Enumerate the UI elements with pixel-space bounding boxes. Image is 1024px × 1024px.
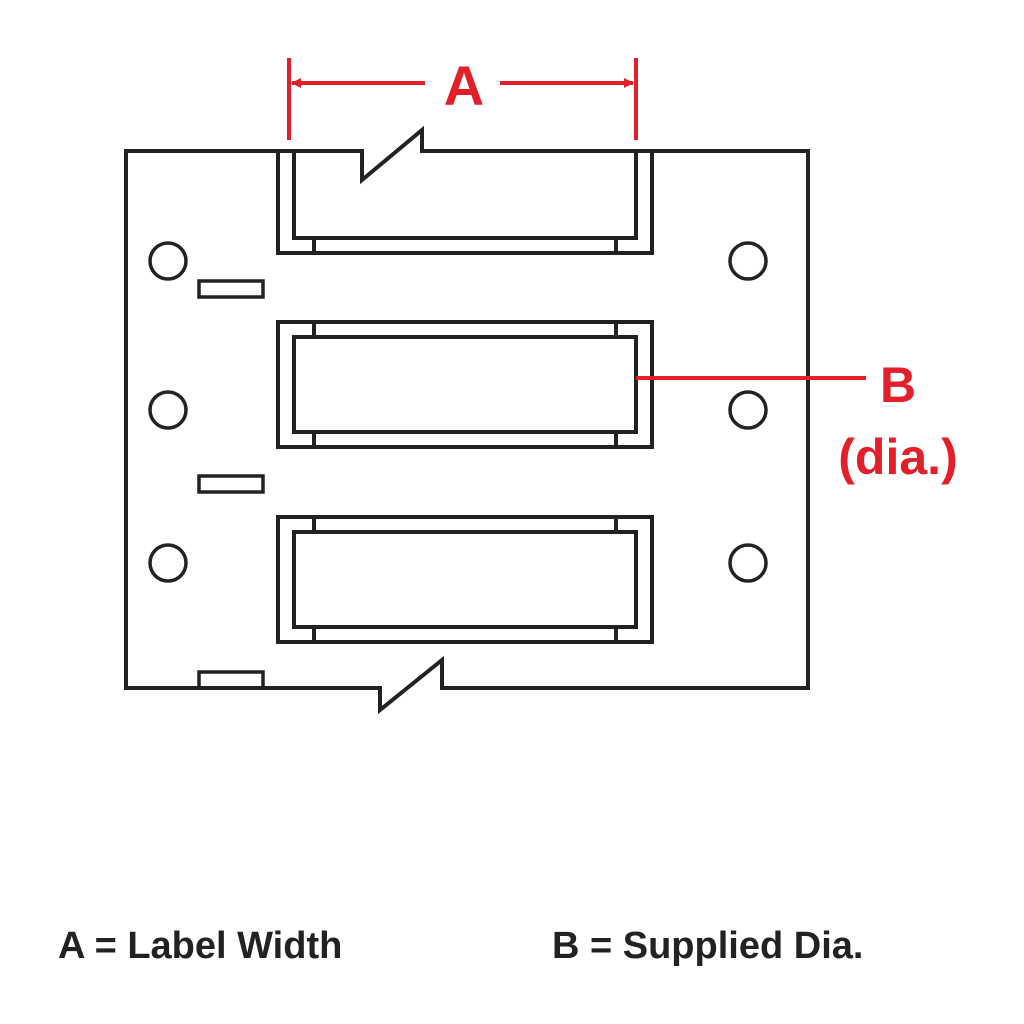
registration-slot-3 (197, 670, 265, 690)
registration-slot-2 (197, 474, 265, 494)
legend-supplied-diameter: B = Supplied Dia. (552, 925, 864, 967)
feed-hole-left-2 (148, 390, 188, 430)
sleeve-bottom (276, 515, 654, 644)
carrier-sheet-outline (124, 125, 810, 715)
dimension-a-label: A (444, 54, 484, 117)
feed-hole-right-2 (728, 390, 768, 430)
feed-hole-right-3 (728, 543, 768, 583)
dimension-a (287, 58, 638, 140)
legend-label-width: A = Label Width (58, 925, 343, 967)
sleeve-middle (276, 320, 654, 449)
registration-slots (197, 279, 265, 690)
dimension-b-sublabel: (dia.) (838, 429, 957, 485)
feed-holes (148, 241, 768, 583)
feed-hole-right-1 (728, 241, 768, 281)
feed-hole-left-1 (148, 241, 188, 281)
registration-slot-1 (197, 279, 265, 299)
dimension-b-label: B (880, 357, 916, 413)
feed-hole-left-3 (148, 543, 188, 583)
sleeve-top (276, 151, 654, 255)
